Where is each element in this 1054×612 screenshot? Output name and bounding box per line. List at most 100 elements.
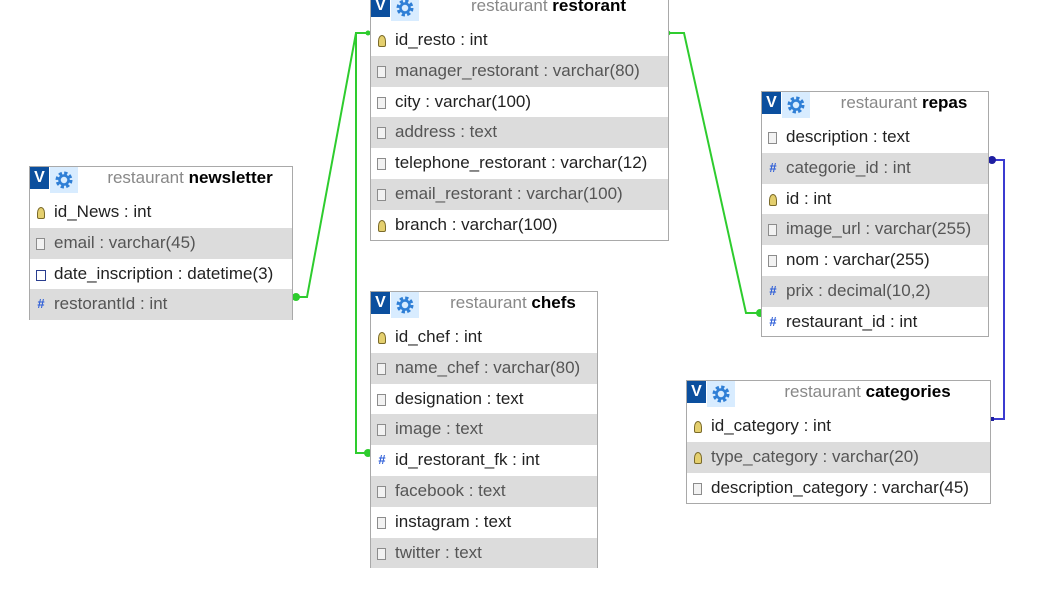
column-label: id : int [786, 188, 832, 208]
table-title: restaurant categories [687, 381, 990, 403]
column-label: categorie_id : int [786, 157, 911, 177]
column-row[interactable]: # prix : decimal(10,2) [762, 275, 988, 307]
column-row[interactable]: telephone_restorant : varchar(12) [371, 148, 668, 179]
column-row[interactable]: id : int [762, 184, 988, 215]
column-row[interactable]: description : text [762, 122, 988, 153]
text-column-icon [377, 96, 386, 109]
column-label: email_restorant : varchar(100) [395, 183, 623, 203]
column-row[interactable]: designation : text [371, 384, 597, 415]
column-row[interactable]: name_chef : varchar(80) [371, 352, 597, 384]
toggle-columns-button[interactable]: V [371, 292, 391, 314]
number-column-icon: # [769, 159, 777, 175]
column-label: id_category : int [711, 416, 832, 435]
text-column-icon [377, 362, 386, 375]
column-row[interactable]: twitter : text [371, 537, 597, 569]
column-row[interactable]: address : text [371, 117, 668, 149]
toggle-columns-button[interactable]: V [371, 0, 391, 17]
column-row[interactable]: id_News : int [30, 197, 292, 228]
key-icon [694, 421, 702, 433]
column-label: restaurant_id : int [786, 311, 918, 331]
column-label: facebook : text [395, 480, 506, 500]
column-row[interactable]: # categorie_id : int [762, 152, 988, 184]
column-label: image : text [395, 419, 483, 439]
database-name: restaurant [471, 0, 548, 15]
column-label: description_category : varchar(45) [711, 477, 969, 497]
column-row[interactable]: image_url : varchar(255) [762, 214, 988, 246]
table-name: restorant [552, 0, 626, 15]
table-options-button[interactable] [50, 167, 78, 193]
column-row[interactable]: facebook : text [371, 475, 597, 507]
column-label: image_url : varchar(255) [786, 219, 972, 239]
column-label: name_chef : varchar(80) [395, 357, 581, 377]
column-row[interactable]: instagram : text [371, 507, 597, 538]
number-column-icon: # [769, 282, 777, 298]
text-column-icon [377, 424, 386, 437]
table-name: newsletter [188, 168, 273, 187]
column-row[interactable]: date_inscription : datetime(3) [30, 259, 292, 290]
column-row[interactable]: # restaurant_id : int [762, 307, 988, 338]
column-row[interactable]: #id_restorant_fk : int [371, 445, 597, 476]
column-label: prix : decimal(10,2) [786, 280, 931, 300]
column-row[interactable]: id_category : int [687, 411, 990, 442]
table-options-button[interactable] [707, 381, 735, 407]
column-label: branch : varchar(100) [395, 214, 558, 234]
text-column-icon [36, 237, 45, 250]
column-row[interactable]: id_chef : int [371, 322, 597, 353]
column-label: telephone_restorant : varchar(12) [395, 153, 648, 173]
table-options-button[interactable] [391, 292, 419, 318]
column-row[interactable]: description_category : varchar(45) [687, 473, 990, 504]
column-label: date_inscription : datetime(3) [54, 263, 274, 283]
text-column-icon [377, 516, 386, 529]
table-options-button[interactable] [391, 0, 419, 21]
column-row[interactable]: manager_restorant : varchar(80) [371, 55, 668, 87]
table-title: restaurant newsletter [30, 167, 292, 189]
number-column-icon: # [37, 296, 45, 312]
column-row[interactable]: branch : varchar(100) [371, 210, 668, 241]
column-row[interactable]: city : varchar(100) [371, 87, 668, 118]
column-row[interactable]: nom : varchar(255) [762, 245, 988, 276]
text-column-icon [768, 224, 777, 237]
column-label: address : text [395, 122, 498, 142]
column-label: id_News : int [54, 202, 152, 221]
key-icon [378, 219, 386, 232]
key-icon [37, 207, 45, 219]
relation-endpoint [990, 417, 994, 421]
column-label: email : varchar(45) [54, 232, 196, 252]
number-column-icon: # [769, 313, 777, 329]
column-row[interactable]: email : varchar(45) [30, 227, 292, 259]
toggle-columns-button[interactable]: V [30, 167, 50, 189]
column-label: manager_restorant : varchar(80) [395, 60, 640, 80]
column-row[interactable]: type_category : varchar(20) [687, 441, 990, 473]
relation-repas-categories [990, 159, 1005, 420]
key-icon [694, 451, 702, 464]
database-name: restaurant [784, 382, 861, 401]
database-name: restaurant [450, 293, 527, 312]
column-label: city : varchar(100) [395, 91, 532, 111]
key-icon [378, 35, 386, 47]
table-title: restaurant restorant [371, 0, 668, 17]
column-label: description : text [786, 127, 910, 146]
relation-chefs-restorant [355, 32, 370, 454]
column-row[interactable]: image : text [371, 414, 597, 446]
column-row[interactable]: email_restorant : varchar(100) [371, 178, 668, 210]
text-column-icon [377, 393, 386, 406]
column-row[interactable]: id_resto : int [371, 25, 668, 56]
column-label: id_chef : int [395, 327, 482, 346]
table-options-button[interactable] [782, 92, 810, 118]
column-row[interactable]: #restorantId : int [30, 289, 292, 321]
text-column-icon [377, 485, 386, 498]
toggle-columns-button[interactable]: V [687, 381, 707, 403]
key-icon [769, 193, 777, 206]
toggle-columns-button[interactable]: V [762, 92, 782, 114]
